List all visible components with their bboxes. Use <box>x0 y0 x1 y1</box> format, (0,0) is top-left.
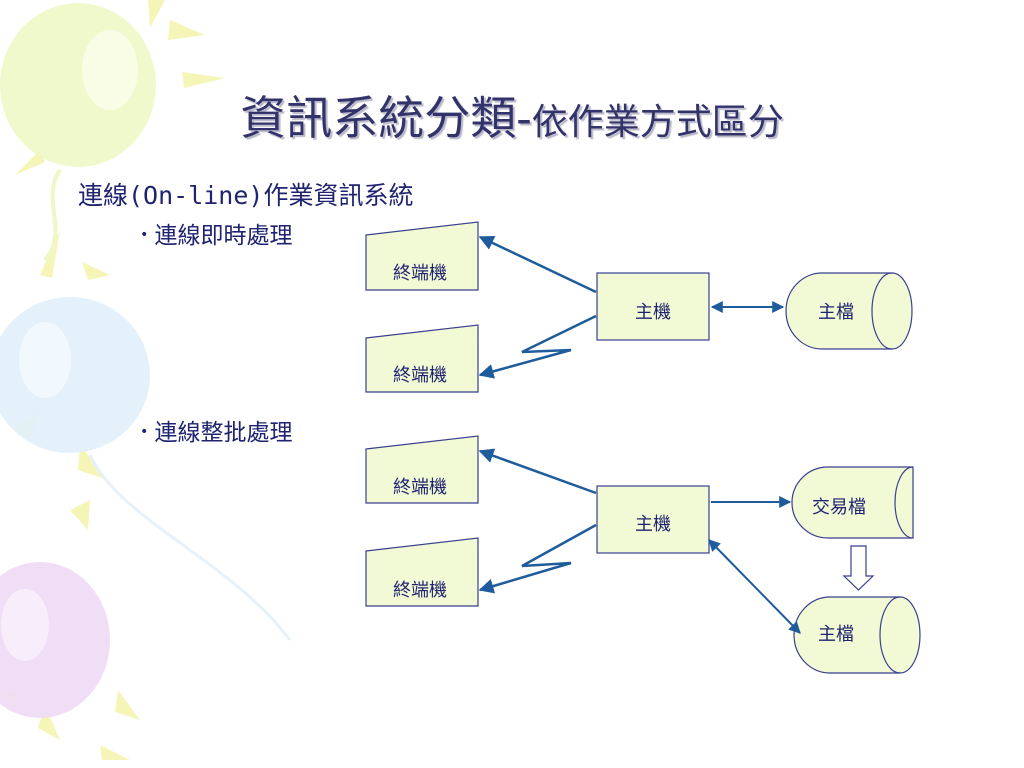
terminal-node: 終端機 <box>365 537 479 607</box>
terminal-label: 終端機 <box>393 477 447 498</box>
slide-title: 資訊系統分類-依作業方式區分 <box>0 82 1024 148</box>
bullet-dot-icon: • <box>140 424 149 440</box>
connection-arrow <box>478 448 597 495</box>
terminal-node: 終端機 <box>365 324 479 393</box>
realtime-diagram: 終端機 終端機 主機 主檔 <box>365 221 913 393</box>
connection-arrow <box>478 235 597 294</box>
master-access-arrow <box>708 539 801 634</box>
bullet-item-realtime: • 連線即時處理 <box>140 216 292 250</box>
master-file-label: 主檔 <box>818 302 854 323</box>
bullet-label: 連線整批處理 <box>154 420 293 446</box>
bullet-dot-icon: • <box>140 227 149 243</box>
section-heading: 連線(On-line)作業資訊系統 <box>78 181 414 210</box>
host-node: 主機 <box>596 272 710 341</box>
bullet-label: 連線即時處理 <box>154 223 293 249</box>
purple-balloon <box>0 562 110 718</box>
batch-diagram: 終端機 終端機 主機 交易檔 主檔 <box>365 435 921 674</box>
terminal-label: 終端機 <box>393 365 447 386</box>
master-file-node: 主檔 <box>785 272 913 350</box>
bullet-item-batch: • 連線整批處理 <box>140 413 292 447</box>
title-separator: - <box>516 91 532 145</box>
terminal-label: 終端機 <box>393 580 447 601</box>
blue-balloon <box>0 297 292 641</box>
green-balloon <box>0 3 156 262</box>
terminal-node: 終端機 <box>365 435 479 504</box>
title-sub: 依作業方式區分 <box>531 102 784 143</box>
remote-link-arrow <box>478 523 597 594</box>
transaction-file-node: 交易檔 <box>791 466 914 539</box>
terminal-node: 終端機 <box>365 221 479 291</box>
remote-link-arrow <box>478 314 597 379</box>
host-label: 主機 <box>635 302 671 323</box>
host-label: 主機 <box>635 514 671 535</box>
master-file-label: 主檔 <box>818 624 854 645</box>
terminal-label: 終端機 <box>393 263 447 284</box>
down-arrow-icon <box>842 545 875 591</box>
title-main: 資訊系統分類 <box>240 91 517 145</box>
transaction-file-label: 交易檔 <box>812 497 866 518</box>
master-file-node: 主檔 <box>793 596 921 674</box>
host-node: 主機 <box>596 485 710 554</box>
